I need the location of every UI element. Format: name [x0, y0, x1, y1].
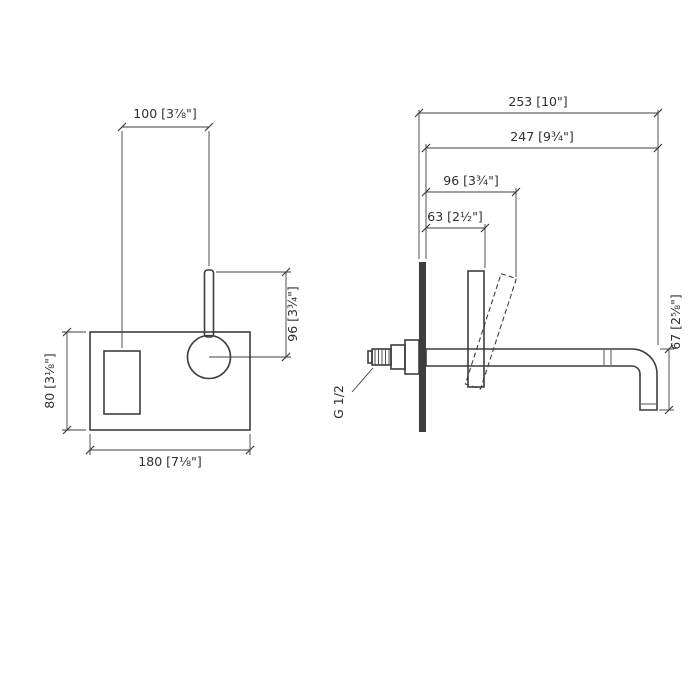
dim-180-front-label: 180 [7⅛"] — [138, 454, 201, 469]
dim-96-side: 96 [3¾"] — [421, 173, 521, 277]
dim-67-side: 67 [2⅝"] — [659, 294, 683, 415]
thread-size-label: G 1/2 — [331, 385, 346, 419]
dim-96-front-label: 96 [3¾"] — [285, 286, 300, 341]
spout-side — [425, 348, 658, 411]
dim-96-side-label: 96 [3¾"] — [443, 173, 498, 188]
dim-63-side-label: 63 [2½"] — [427, 209, 482, 224]
handle-escutcheon-front — [103, 350, 141, 415]
dim-63-side: 63 [2½"] — [421, 209, 490, 268]
dim-253-side: 253 [10"] — [414, 94, 663, 345]
dim-247-side-label: 247 [9¾"] — [510, 129, 573, 144]
lever-side-swung — [464, 273, 518, 390]
dim-96-front: 96 [3¾"] — [209, 267, 300, 362]
dim-253-side-label: 253 [10"] — [508, 94, 567, 109]
dim-80-front: 80 [3⅛"] — [42, 327, 86, 435]
side-view: 253 [10"] 247 [9¾"] 96 [3¾"] 63 [2½"] — [331, 94, 683, 432]
dim-100-front: 100 [3⅞"] — [117, 106, 214, 348]
dim-67-side-label: 67 [2⅝"] — [668, 294, 683, 349]
lever-pin-front — [203, 269, 215, 338]
dim-180-front: 180 [7⅛"] — [85, 434, 255, 469]
cover-plate-front — [89, 331, 251, 431]
thread-size-callout: G 1/2 — [331, 367, 374, 419]
dim-80-front-label: 80 [3⅛"] — [42, 353, 57, 408]
front-view: 100 [3⅞"] 96 [3¾"] 80 [3⅛"] 1 — [42, 106, 300, 469]
thread-connection — [367, 339, 420, 375]
wall-plate-side — [419, 262, 426, 432]
dim-247-side: 247 [9¾"] — [421, 129, 663, 259]
dim-100-front-label: 100 [3⅞"] — [133, 106, 196, 121]
